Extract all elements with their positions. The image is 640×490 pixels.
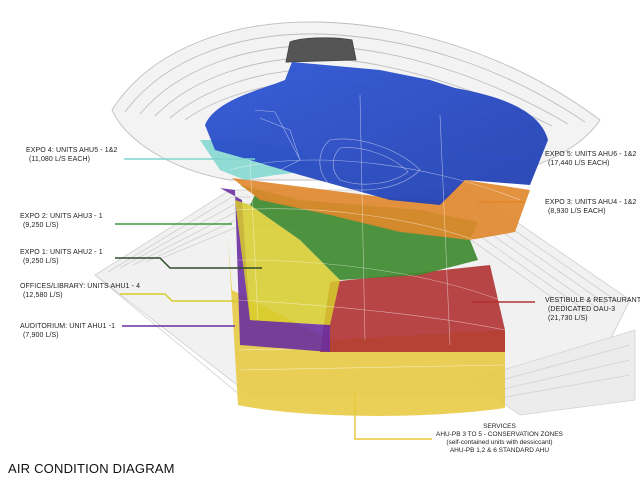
leader-offices [120, 293, 238, 302]
leader-services [354, 392, 432, 440]
leader-lines [115, 157, 535, 440]
label-expo5-main: EXPO 5: UNITS AHU6 - 1&2 [545, 151, 637, 158]
label-auditorium-sub: (7,900 L/S) [23, 332, 59, 339]
diagram-title: AIR CONDITION DIAGRAM [8, 461, 175, 476]
label-vestibule-sub2: (21,730 L/S) [548, 315, 588, 322]
auditorium-zone [220, 188, 330, 352]
label-expo4: EXPO 4: UNITS AHU5 - 1&2 (11,080 L/S EAC… [26, 146, 118, 164]
label-auditorium: AUDITORIUM: UNIT AHU1 -1 (7,900 L/S) [20, 322, 115, 340]
label-offices: OFFICES/LIBRARY: UNITS AHU1 - 4 (12,580 … [20, 282, 140, 300]
label-vestibule: VESTIBULE & RESTAURANT (DEDICATED OAU-3 … [545, 296, 640, 323]
label-offices-sub: (12,580 L/S) [23, 292, 63, 299]
label-expo1-sub: (9,250 L/S) [23, 258, 59, 265]
expo3-zone [232, 178, 530, 240]
label-services-l3: AHU-PB 1,2 & 6 STANDARD AHU [449, 447, 550, 454]
label-vestibule-main: VESTIBULE & RESTAURANT [545, 297, 640, 304]
label-expo4-sub: (11,080 L/S EACH) [29, 156, 91, 163]
expo5-zone [205, 62, 548, 205]
label-services-l2: (self-contained units with dessiccant) [446, 439, 553, 446]
label-expo1: EXPO 1: UNITS AHU2 - 1 (9,250 L/S) [20, 248, 103, 266]
label-expo1-main: EXPO 1: UNITS AHU2 - 1 [20, 249, 103, 256]
label-expo2-main: EXPO 2: UNITS AHU3 - 1 [20, 213, 103, 220]
label-expo4-main: EXPO 4: UNITS AHU5 - 1&2 [26, 147, 118, 154]
terrain-right [469, 329, 636, 416]
label-offices-main: OFFICES/LIBRARY: UNITS AHU1 - 4 [20, 283, 141, 290]
label-expo2-sub: (9,250 L/S) [23, 222, 59, 229]
wireframe-lines [229, 94, 521, 346]
label-expo5: EXPO 5: UNITS AHU6 - 1&2 (17,440 L/S EAC… [545, 150, 637, 168]
label-expo2: EXPO 2: UNITS AHU3 - 1 (9,250 L/S) [20, 212, 103, 230]
offices-zone [235, 200, 340, 325]
leader-expo1 [115, 257, 262, 269]
label-expo3: EXPO 3: UNITS AHU4 - 1&2 (8,930 L/S EACH… [545, 198, 637, 216]
label-auditorium-main: AUDITORIUM: UNIT AHU1 -1 [20, 323, 116, 330]
label-services: SERVICES AHU-PB 3 TO 5 - CONSERVATION ZO… [436, 423, 563, 455]
label-expo3-main: EXPO 3: UNITS AHU4 - 1&2 [545, 199, 637, 206]
label-services-main: SERVICES [483, 423, 516, 430]
label-expo5-sub: (17,440 L/S EACH) [548, 160, 610, 167]
label-expo3-sub: (8,930 L/S EACH) [548, 208, 606, 215]
label-vestibule-sub1: (DEDICATED OAU-3 [548, 306, 616, 313]
expo1-zone [250, 195, 478, 280]
label-services-l1: AHU-PB 3 TO 5 - CONSERVATION ZONES [436, 431, 563, 438]
